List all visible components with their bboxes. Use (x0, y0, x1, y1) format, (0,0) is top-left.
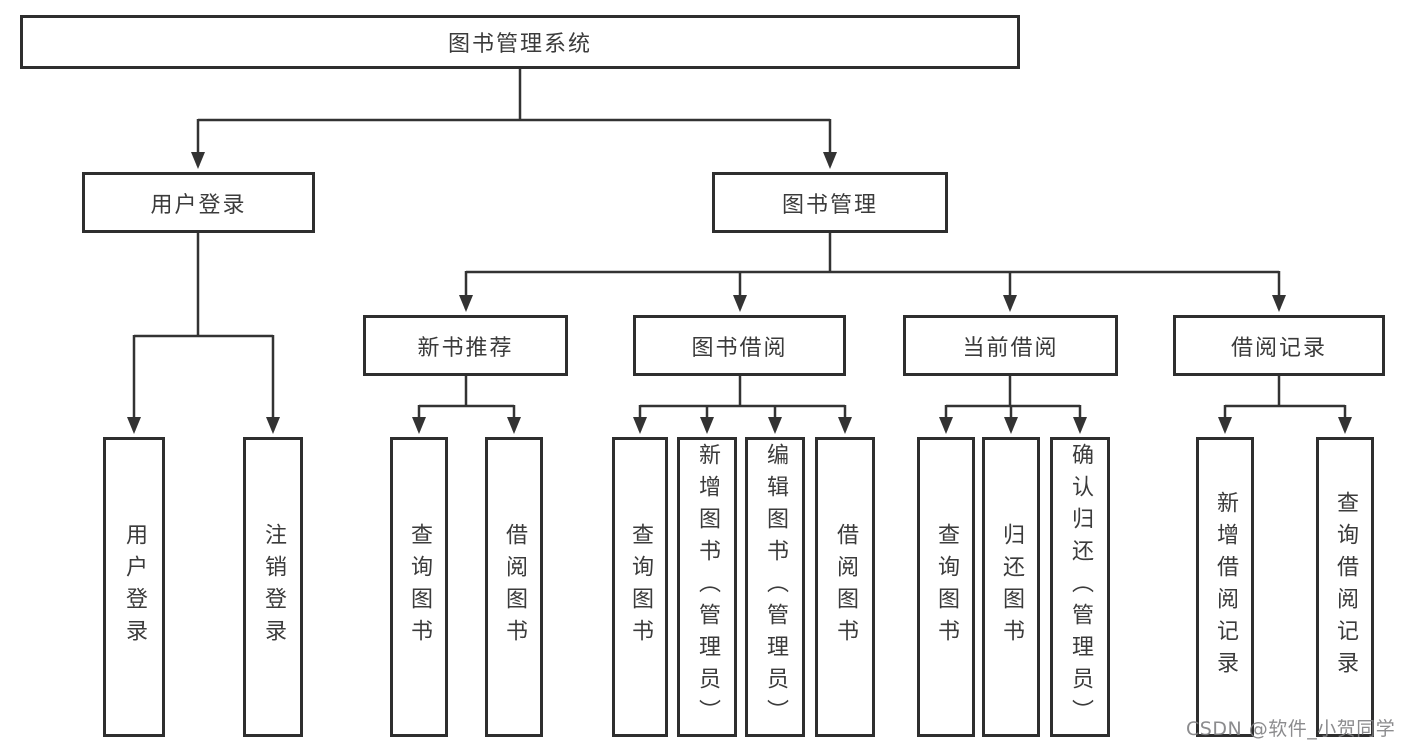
leaf-add-borrow-record: 新增借阅记录 (1196, 437, 1254, 737)
node-label: 图书借阅 (691, 335, 788, 361)
leaf-user-login: 用户登录 (103, 437, 165, 737)
node-label: 确认归还（管理员） (1068, 443, 1093, 731)
node-label: 新增借阅记录 (1213, 491, 1238, 683)
leaf-query-books-current: 查询图书 (917, 437, 975, 737)
node-label: 用户登录 (150, 192, 247, 218)
node-book-management: 图书管理 (712, 172, 948, 233)
node-label: 查询图书 (407, 523, 432, 651)
leaf-logout: 注销登录 (243, 437, 303, 737)
node-label: 借阅图书 (502, 523, 527, 651)
csdn-watermark: CSDN @软件_小贺同学 (1186, 718, 1396, 740)
node-label: 注销登录 (261, 523, 286, 651)
leaf-query-borrow-record: 查询借阅记录 (1316, 437, 1374, 737)
leaf-return-books: 归还图书 (982, 437, 1040, 737)
leaf-edit-books-admin: 编辑图书（管理员） (745, 437, 805, 737)
node-label: 借阅记录 (1230, 335, 1327, 361)
node-label: 图书管理系统 (447, 32, 592, 57)
leaf-borrow-books: 借阅图书 (815, 437, 875, 737)
node-label: 查询图书 (628, 523, 653, 651)
node-current-borrowing: 当前借阅 (903, 315, 1118, 376)
node-label: 当前借阅 (962, 335, 1059, 361)
node-label: 查询图书 (934, 523, 959, 651)
node-label: 新增图书（管理员） (695, 443, 720, 731)
leaf-query-books-recommend: 查询图书 (390, 437, 448, 737)
node-label: 新书推荐 (417, 335, 514, 361)
node-label: 归还图书 (999, 523, 1024, 651)
leaf-borrow-books-recommend: 借阅图书 (485, 437, 543, 737)
node-label: 查询借阅记录 (1333, 491, 1358, 683)
node-user-login: 用户登录 (82, 172, 315, 233)
node-label: 编辑图书（管理员） (763, 443, 788, 731)
leaf-query-books-borrowing: 查询图书 (612, 437, 668, 737)
leaf-add-books-admin: 新增图书（管理员） (677, 437, 737, 737)
node-label: 图书管理 (781, 192, 878, 218)
node-label: 借阅图书 (833, 523, 858, 651)
node-label: 用户登录 (122, 523, 147, 651)
node-book-borrowing: 图书借阅 (633, 315, 846, 376)
node-borrowing-records: 借阅记录 (1173, 315, 1385, 376)
node-new-book-recommend: 新书推荐 (363, 315, 568, 376)
node-root-system: 图书管理系统 (20, 15, 1020, 69)
leaf-confirm-return-admin: 确认归还（管理员） (1050, 437, 1110, 737)
